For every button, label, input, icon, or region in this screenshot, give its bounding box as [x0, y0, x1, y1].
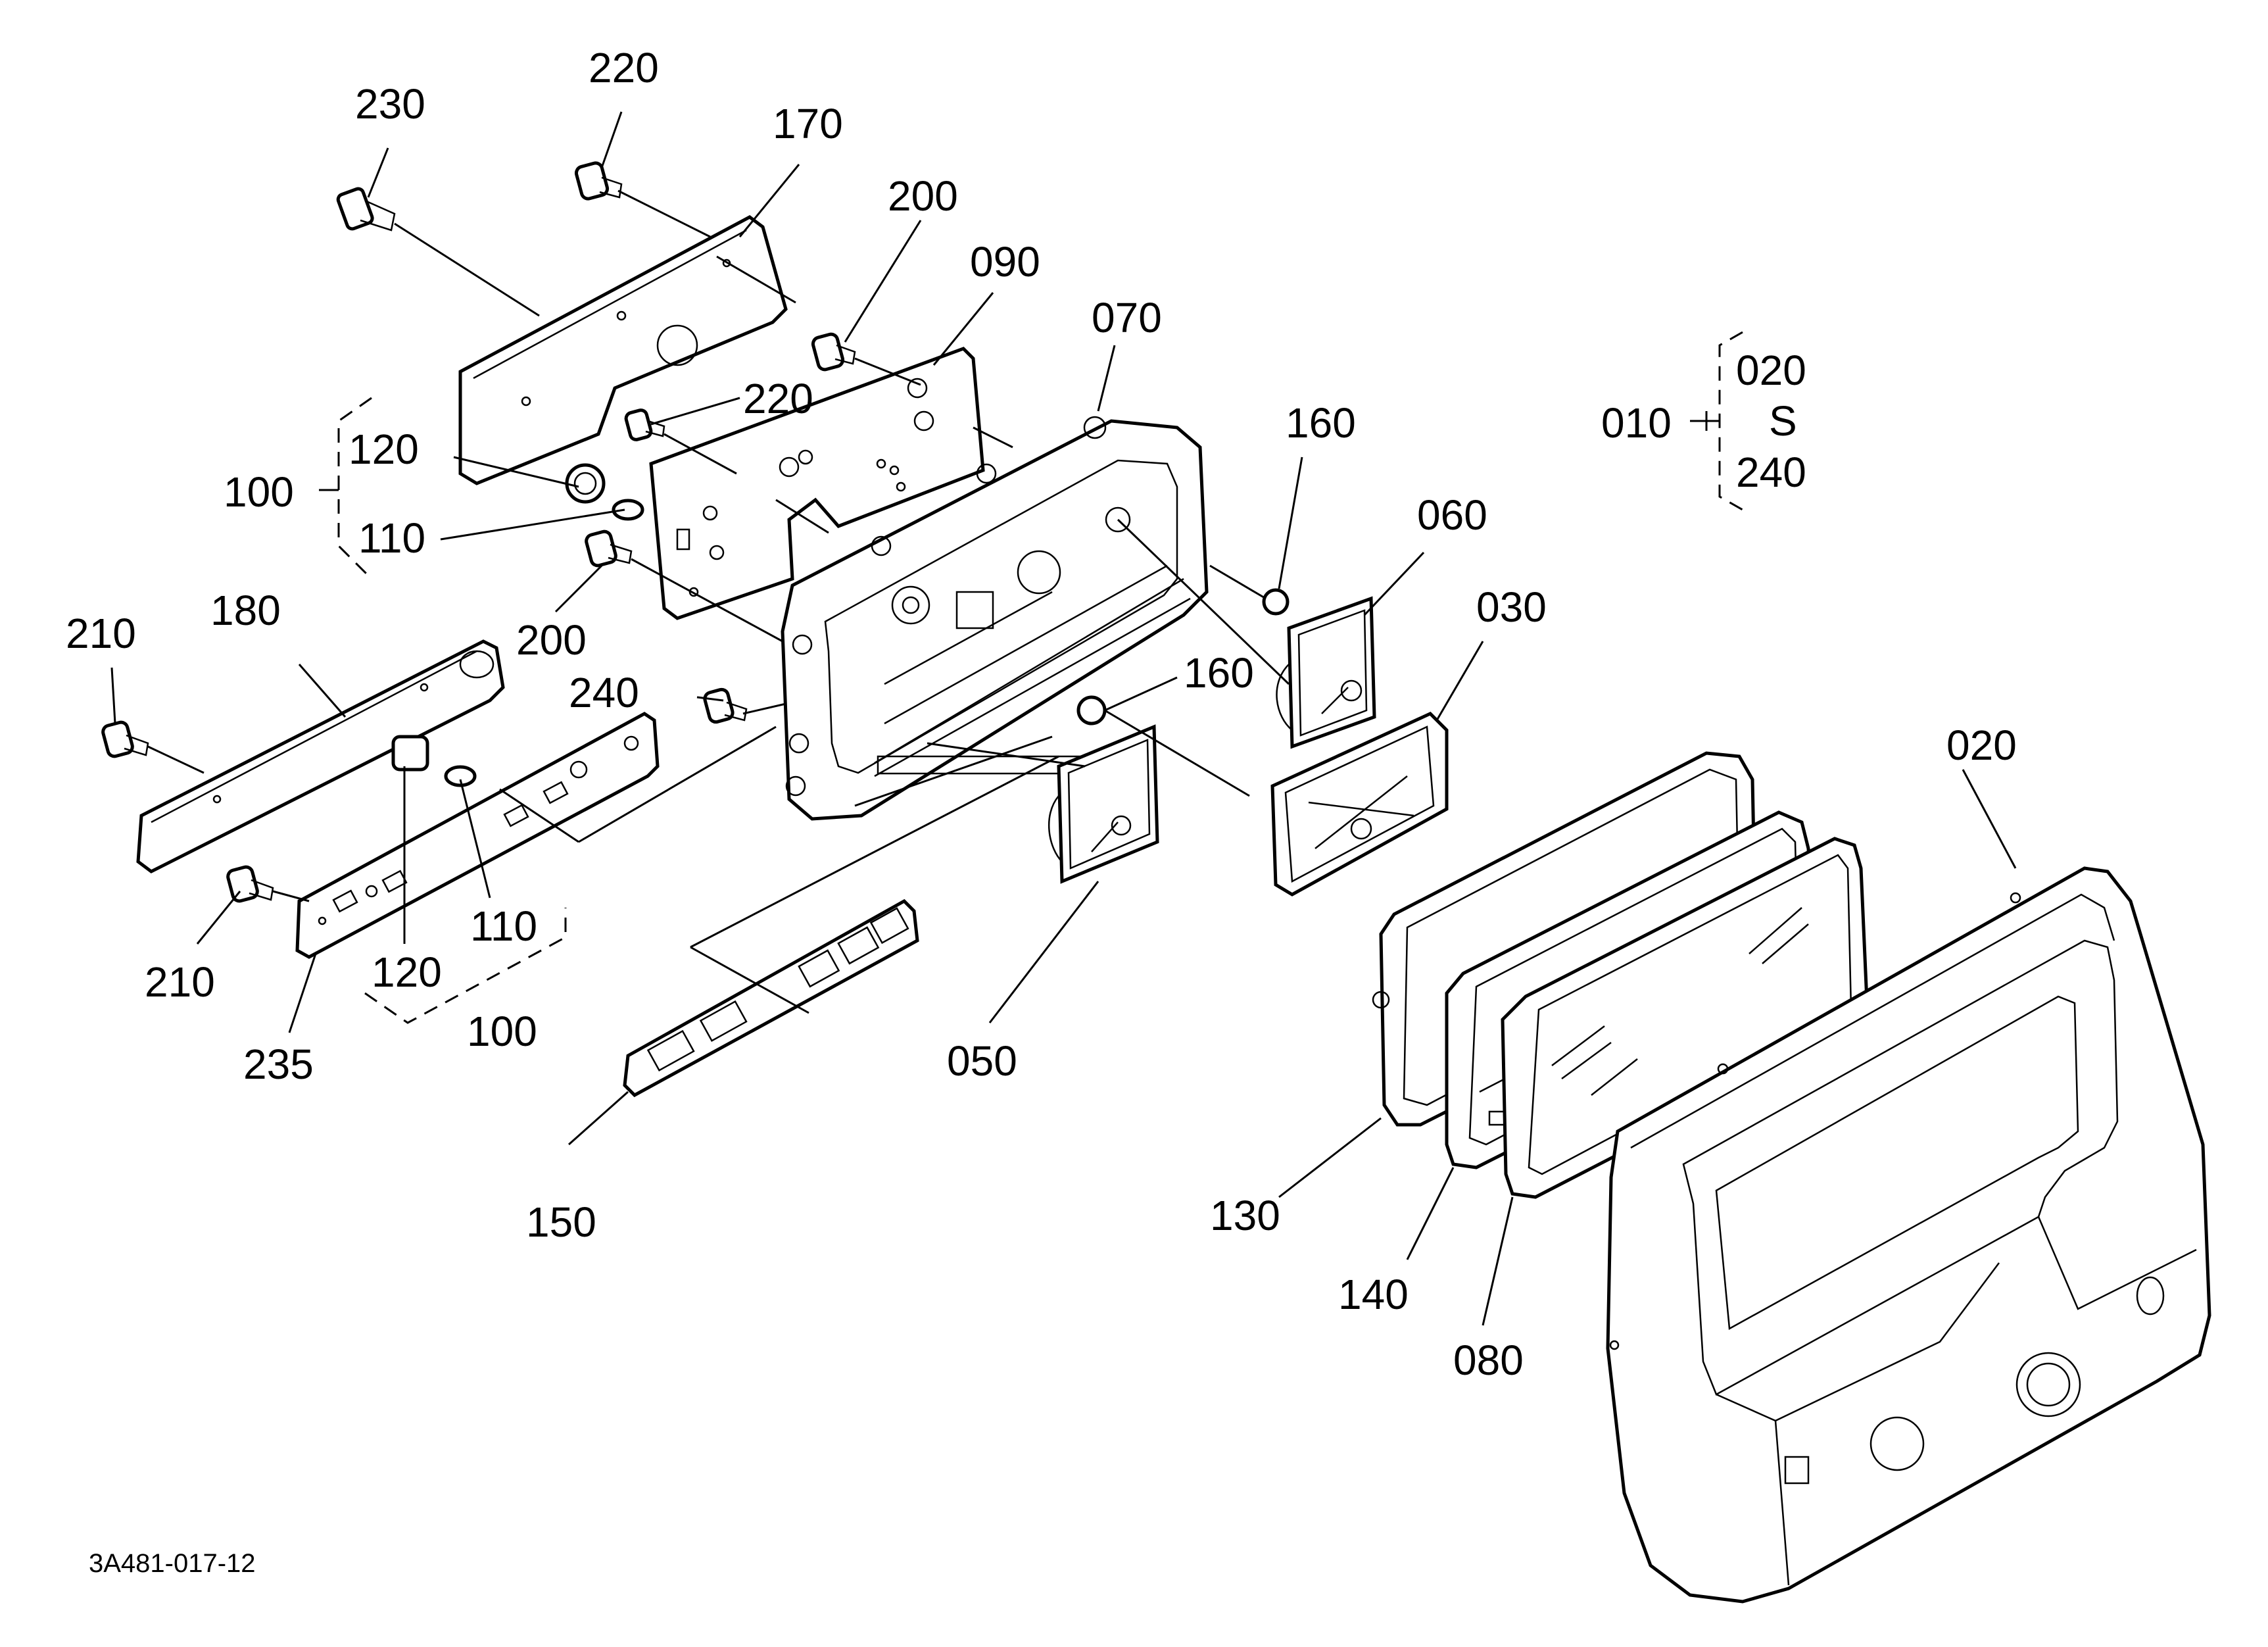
label-010: 010 [1601, 399, 1672, 447]
label-130: 130 [1210, 1192, 1280, 1239]
label-020: 020 [1946, 722, 2017, 769]
label-100-upper: 100 [224, 468, 294, 516]
assembly-lines [147, 189, 1290, 1014]
fastener-230-screw [336, 187, 396, 232]
fastener-200-screw-lower [585, 529, 633, 568]
label-110-lower: 110 [470, 902, 537, 950]
label-210-lower: 210 [145, 958, 215, 1006]
label-030: 030 [1476, 583, 1547, 631]
part-120-bulb-socket-lower [391, 735, 477, 787]
label-060: 060 [1417, 491, 1487, 539]
fastener-220-screw-top [574, 161, 623, 201]
label-200-upper: 200 [888, 172, 958, 220]
label-050: 050 [947, 1037, 1017, 1085]
label-020-range-start: 020 [1736, 347, 1806, 394]
label-240-range-end: 240 [1736, 449, 1806, 496]
label-200-lower: 200 [516, 616, 587, 664]
part-180-plate [136, 639, 505, 873]
drawing-code: 3A481-017-12 [89, 1549, 256, 1578]
label-230: 230 [355, 80, 425, 128]
part-090-circuit-board [649, 347, 985, 620]
label-160-upper: 160 [1286, 399, 1356, 447]
part-120-bulb-socket-upper [565, 463, 644, 521]
label-range-tilde: S [1769, 397, 1797, 445]
label-160-lower: 160 [1184, 649, 1254, 697]
part-170-plate [458, 215, 788, 485]
part-160-bulb-upper [1262, 588, 1290, 616]
part-070-main-case [781, 416, 1209, 821]
part-060-gauge [1276, 596, 1376, 749]
part-020-front-cover [1606, 866, 2211, 1604]
fastener-210-screw-lower [226, 865, 274, 903]
leader-lines [110, 111, 2017, 1326]
label-110-upper: 110 [358, 514, 425, 562]
label-100-lower: 100 [467, 1008, 537, 1055]
label-090: 090 [970, 238, 1040, 285]
part-150-indicator-strip [623, 898, 919, 1098]
bracket-group-100-lower [364, 908, 567, 1024]
fastener-200-screw-upper [811, 332, 856, 372]
label-220-top: 220 [589, 44, 659, 91]
label-220-middle: 220 [743, 375, 813, 422]
fastener-210-screw-upper [101, 720, 149, 758]
label-170: 170 [773, 100, 843, 147]
fastener-220-screw-middle [624, 408, 665, 441]
part-050-gauge [1048, 724, 1159, 884]
label-180: 180 [210, 587, 281, 634]
label-150: 150 [526, 1198, 596, 1246]
bracket-group-100-upper [319, 397, 373, 580]
part-030-gauge [1270, 712, 1449, 897]
bracket-group-010 [1690, 331, 1743, 511]
fastener-240-screw [703, 687, 748, 724]
label-210-upper: 210 [66, 610, 136, 657]
label-120-lower: 120 [372, 948, 442, 996]
part-235-circuit-board [295, 712, 660, 959]
label-240: 240 [569, 669, 639, 716]
label-120-upper: 120 [349, 426, 419, 473]
label-235: 235 [243, 1041, 314, 1088]
label-070: 070 [1092, 294, 1162, 341]
part-160-bulb-lower [1076, 695, 1107, 725]
part-labels: 230 220 170 200 090 070 220 120 100 110 … [66, 44, 2017, 1384]
label-080: 080 [1453, 1337, 1524, 1384]
label-140: 140 [1338, 1271, 1409, 1318]
